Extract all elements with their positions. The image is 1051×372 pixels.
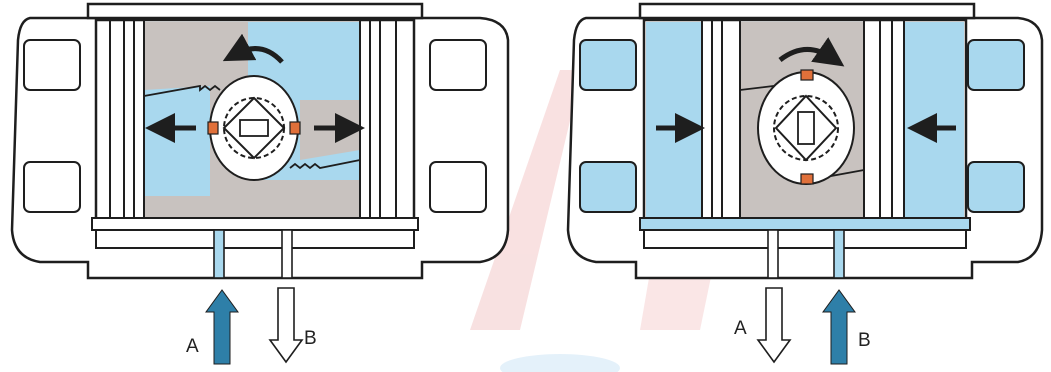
air-flow-arrow-icon — [206, 288, 302, 364]
actuator-closing: A B — [568, 4, 1042, 364]
port-b-label: B — [304, 328, 317, 349]
pinion-gear — [208, 76, 300, 180]
port-b-label: B — [858, 330, 871, 351]
pinion-gear — [758, 70, 854, 184]
port-a-label: A — [734, 318, 747, 339]
port-a-label: A — [186, 336, 199, 357]
air-flow-arrow-icon — [758, 288, 855, 364]
actuator-opening: A B — [12, 4, 508, 364]
